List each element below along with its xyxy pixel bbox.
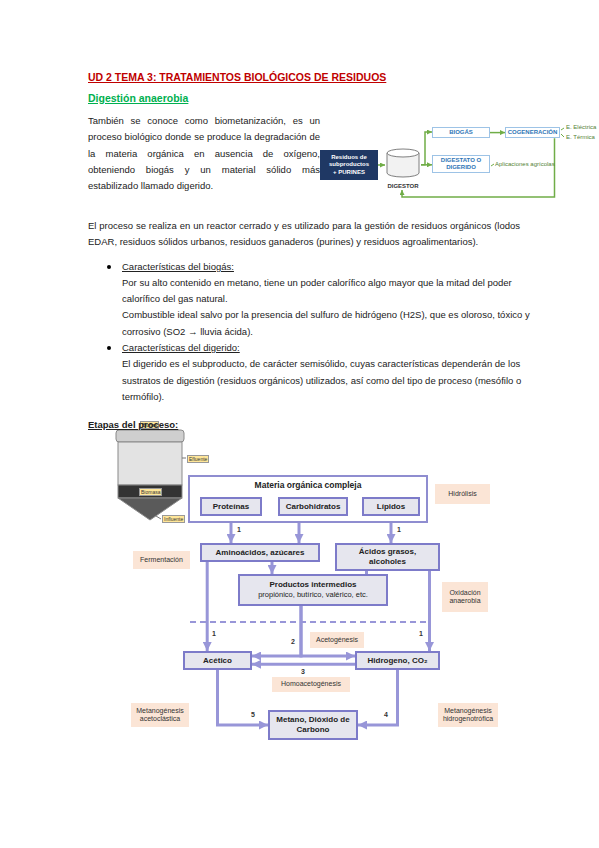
- node-text: Carbohidratos: [286, 502, 341, 512]
- node-text: BIOGÁS: [449, 129, 473, 136]
- process-box: Lípidos: [362, 497, 420, 516]
- output-label: E. Eléctrica: [566, 123, 596, 131]
- node-text: Aminoácidos, azúcares: [216, 548, 305, 558]
- flow-arrow: [428, 571, 431, 651]
- cylinder-top: [387, 149, 419, 157]
- callout-number: 2: [290, 638, 296, 646]
- paragraph: El proceso se realiza en un reactor cerr…: [88, 218, 520, 251]
- paragraph: También se conoce como biometanización, …: [88, 113, 320, 194]
- flow-arrow: [402, 138, 555, 197]
- process-box: Proteínas: [200, 497, 262, 516]
- dashed-line: [190, 621, 426, 623]
- tank-cover: [116, 430, 184, 442]
- source-box: Residuos de subproductos+ PURINES: [320, 150, 378, 180]
- stage-tag: Homoacetogénesis: [272, 677, 350, 692]
- output-box: BIOGÁS: [432, 127, 490, 138]
- process-box: Acético: [183, 651, 252, 670]
- flow-arrow: [421, 164, 432, 166]
- callout-number: 4: [383, 711, 389, 719]
- flow-arrow: [378, 164, 385, 166]
- node-text: propiónico, butírico, valérico, etc.: [258, 590, 368, 599]
- flow-arrow: [252, 606, 301, 656]
- node-text: Oxidación anaerobia: [445, 589, 485, 606]
- stage-tag: Metanogénesis hidrogenotrófica: [438, 703, 498, 727]
- process-box: Hidrogeno, CO₂: [355, 651, 440, 670]
- stage-tag: Metanogénesis acetoclástica: [131, 703, 189, 727]
- node-text: COGENERACIÓN: [508, 129, 558, 136]
- effluent-pipe: [182, 458, 186, 459]
- section-heading: Etapas del proceso:: [88, 417, 520, 433]
- output-box: COGENERACIÓN: [505, 127, 560, 138]
- leader-line: [491, 164, 494, 166]
- paragraph: Por su alto contenido en metano, tiene u…: [122, 275, 540, 308]
- digester-tank: DIGESTOR: [385, 148, 421, 190]
- bullet-heading: Características del digerido:: [122, 340, 540, 356]
- node-text: Hidrogeno, CO₂: [368, 656, 428, 666]
- process-box: Ácidos grasos, alcoholes: [335, 543, 440, 571]
- flow-arrow: [421, 132, 432, 165]
- node-text: Acetogénesis: [316, 636, 358, 644]
- output-label: Aplicaciones agrícolas: [495, 160, 555, 168]
- tank-body: [118, 442, 182, 485]
- cylinder-shape: [385, 148, 421, 178]
- node-text: DIGESTATO O DIGERIDO: [435, 157, 487, 171]
- callout-number: 1: [211, 630, 217, 638]
- stage-tag: Acetogénesis: [310, 632, 364, 648]
- node-text: Productos intermedios: [269, 580, 356, 590]
- flow-arrow: [490, 132, 505, 134]
- output-box: DIGESTATO O DIGERIDO: [432, 155, 490, 173]
- flow-arrow: [252, 663, 355, 666]
- leader-line: [561, 128, 564, 130]
- stage-tag: Oxidación anaerobia: [442, 582, 488, 612]
- flow-arrow: [271, 562, 274, 574]
- node-text: Metano, Dióxido de Carbono: [274, 715, 352, 735]
- text-column: El proceso se realiza en un reactor cerr…: [88, 218, 540, 434]
- flow-arrow: [218, 670, 269, 725]
- node-text: Proteínas: [213, 502, 249, 512]
- callout-number: 5: [250, 711, 256, 719]
- output-label: E. Térmica: [566, 133, 595, 141]
- paragraph: Combustible ideal salvo por la presencia…: [122, 307, 540, 340]
- node-text: Homoacetogénesis: [281, 680, 341, 688]
- flow-arrow: [358, 670, 398, 725]
- node-text: Lípidos: [377, 502, 405, 512]
- node-text: + PURINES: [333, 169, 365, 176]
- process-box: Carbohidratos: [278, 497, 348, 516]
- node-text: Acético: [203, 656, 232, 666]
- leader-line: [561, 134, 564, 137]
- process-box: Productos intermediospropiónico, butíric…: [238, 574, 388, 606]
- biomass-band: [118, 485, 182, 498]
- page-title: UD 2 TEMA 3: TRATAMIENTOS BIOLÓGICOS DE …: [88, 70, 386, 84]
- callout-number: 1: [418, 630, 424, 638]
- part-label: Biomasa: [139, 488, 162, 496]
- paragraph: El digerido es el subproducto, de caráct…: [122, 356, 540, 405]
- node-text: Hidrólisis: [448, 490, 476, 498]
- callout-number: 1: [396, 526, 402, 534]
- process-box: Metano, Dióxido de Carbono: [268, 710, 358, 740]
- callout-number: 1: [236, 526, 242, 534]
- stage-tag: Hidrólisis: [435, 484, 490, 504]
- process-box: Aminoácidos, azúcares: [200, 543, 320, 562]
- callout-number: 3: [300, 668, 306, 676]
- group-box: Materia orgánica complejaProteínas Carboh…: [188, 475, 428, 523]
- stage-tag: Fermentación: [133, 551, 190, 569]
- bullet-heading: Características del biogás:: [122, 259, 540, 275]
- digester-illustration: [116, 430, 186, 520]
- node-text: Metanogénesis acetoclástica: [134, 707, 186, 724]
- node-text: DIGESTOR: [387, 183, 418, 190]
- node-text: Materia orgánica compleja: [255, 480, 362, 490]
- part-label: Influente: [162, 515, 185, 523]
- node-text: Ácidos grasos, alcoholes: [341, 547, 434, 567]
- section-heading: Digestión anaerobia: [88, 92, 188, 104]
- flow-arrow: [301, 606, 355, 656]
- node-text: Fermentación: [140, 556, 183, 564]
- flow-arrow: [206, 562, 209, 651]
- node-text: Residuos de subproductos: [322, 154, 376, 168]
- part-label: Efluente: [187, 455, 209, 463]
- node-text: Metanogénesis hidrogenotrófica: [441, 707, 495, 724]
- influent-pipe: [156, 516, 161, 519]
